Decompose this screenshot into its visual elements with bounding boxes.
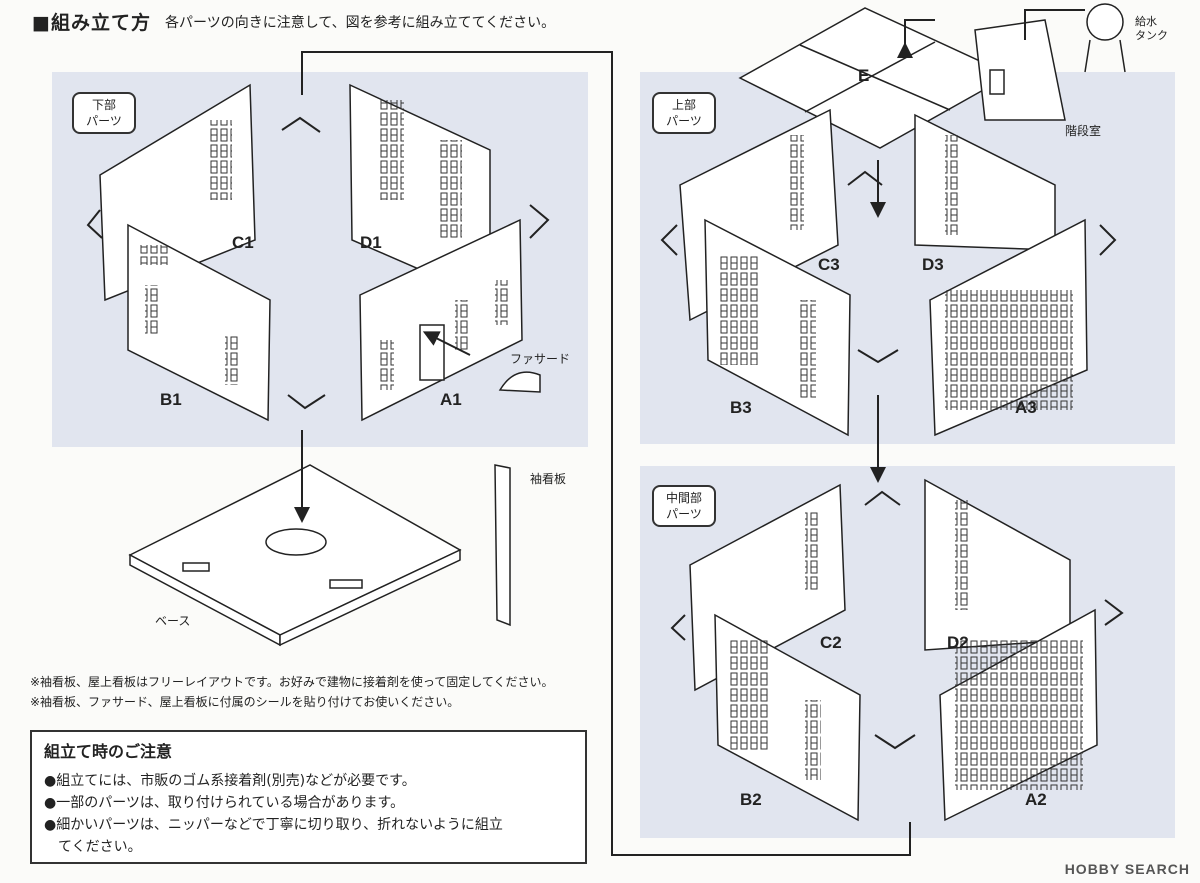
part-label-d1: D1 [360, 233, 382, 252]
lower-parts-tag: 下部 パーツ [72, 92, 136, 134]
part-label-c2: C2 [820, 633, 842, 652]
caution-title: 組立て時のご注意 [44, 742, 173, 761]
page-title: ■組み立て方 [32, 12, 151, 34]
caution-line: ●一部のパーツは、取り付けられている場合があります。 [44, 795, 405, 811]
stairs-label: 階段室 [1065, 124, 1102, 138]
facade-label: ファサード [510, 352, 571, 366]
part-label-c3: C3 [818, 255, 840, 274]
caution-line: ●組立てには、市販のゴム系接着剤(別売)などが必要です。 [44, 773, 416, 789]
part-label-b3: B3 [730, 398, 752, 417]
caution-line: ●細かいパーツは、ニッパーなどで丁寧に切り取り、折れないように組立 [44, 817, 503, 833]
part-label-a2: A2 [1025, 790, 1047, 809]
middle-parts-tag: 中間部 パーツ [652, 485, 716, 527]
note-1: ※袖看板、屋上看板はフリーレイアウトです。お好みで建物に接着剤を使って固定してく… [30, 675, 554, 689]
caution-box: 組立て時のご注意 ●組立てには、市販のゴム系接着剤(別売)などが必要です。 ●一… [30, 730, 587, 864]
part-label-a1: A1 [440, 390, 462, 409]
upper-parts-tag: 上部 パーツ [652, 92, 716, 134]
note-2: ※袖看板、ファサード、屋上看板に付属のシールを貼り付けてお使いください。 [30, 695, 460, 709]
part-label-c1: C1 [232, 233, 254, 252]
part-label-a3: A3 [1015, 398, 1037, 417]
part-label-b1: B1 [160, 390, 182, 409]
water-tank-label: 給水 タンク [1135, 15, 1168, 42]
base-label: ベース [155, 614, 191, 628]
part-label-e: E [858, 66, 870, 85]
caution-line: てください。 [44, 839, 142, 855]
part-label-d3: D3 [922, 255, 944, 274]
sign-label: 袖看板 [530, 472, 567, 486]
part-label-d2: D2 [947, 633, 969, 652]
watermark: HOBBY SEARCH [1064, 861, 1190, 877]
page-description: 各パーツの向きに注意して、図を参考に組み立ててください。 [165, 15, 556, 31]
part-label-b2: B2 [740, 790, 762, 809]
